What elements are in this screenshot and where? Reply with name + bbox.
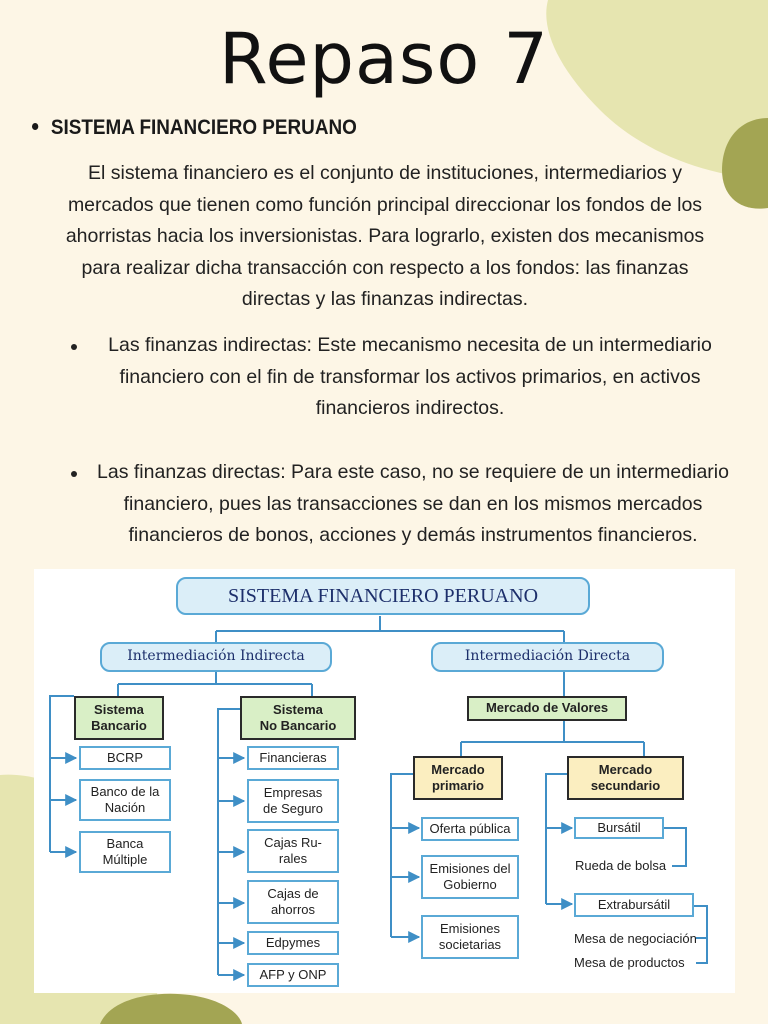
item-mesa-productos: Mesa de productos <box>574 954 685 970</box>
item-oferta-publica: Oferta pública <box>421 817 519 841</box>
item-mesa-negociacion: Mesa de negociación <box>574 930 697 946</box>
item-financieras: Financieras <box>247 746 339 770</box>
page-title: Repaso 7 <box>219 18 549 100</box>
item-bursatil: Bursátil <box>574 817 664 839</box>
intermediacion-indirecta: Intermediación Indirecta <box>100 642 332 672</box>
item-cajas-rurales: Cajas Ru- rales <box>247 829 339 873</box>
item-rueda-bolsa: Rueda de bolsa <box>575 857 667 873</box>
item-emisiones-societarias: Emisiones societarias <box>421 915 519 959</box>
intro-paragraph: El sistema financiero es el conjunto de … <box>65 162 705 310</box>
item-emisiones-gobierno: Emisiones del Gobierno <box>421 855 519 899</box>
item-empresas-seguro: Empresas de Seguro <box>247 779 339 823</box>
diagram-connectors <box>49 616 708 981</box>
bullet-directas: Las finanzas directas: Para este caso, n… <box>71 457 738 552</box>
bullet-directas-text: Las finanzas directas: Para este caso, n… <box>97 461 729 546</box>
mercado-de-valores: Mercado de Valores <box>467 696 627 721</box>
item-banca-multiple: Banca Múltiple <box>79 831 171 873</box>
bullet-dot <box>71 471 77 477</box>
item-bcrp: BCRP <box>79 746 171 770</box>
bullet-dot <box>32 122 39 130</box>
mercado-secundario: Mercado secundario <box>567 756 684 800</box>
section-heading-text: SISTEMA FINANCIERO PERUANO <box>50 116 357 139</box>
sistema-bancario: Sistema Bancario <box>74 696 164 740</box>
bullet-indirectas-text: Las finanzas indirectas: Este mecanismo … <box>108 334 712 419</box>
item-afp-onp: AFP y ONP <box>247 963 339 987</box>
section-heading: SISTEMA FINANCIERO PERUANO <box>32 116 357 140</box>
item-cajas-ahorros: Cajas de ahorros <box>247 880 339 924</box>
item-banco-nacion: Banco de la Nación <box>79 779 171 821</box>
bullet-dot <box>71 344 77 350</box>
item-edpymes: Edpymes <box>247 931 339 955</box>
financial-system-diagram: SISTEMA FINANCIERO PERUANO Intermediació… <box>34 569 735 993</box>
bullet-indirectas: Las finanzas indirectas: Este mecanismo … <box>71 330 720 425</box>
sistema-no-bancario: Sistema No Bancario <box>240 696 356 740</box>
intermediacion-directa: Intermediación Directa <box>431 642 664 672</box>
mercado-primario: Mercado primario <box>413 756 503 800</box>
diagram-title: SISTEMA FINANCIERO PERUANO <box>176 577 590 615</box>
item-extrabursatil: Extrabursátil <box>574 893 694 917</box>
